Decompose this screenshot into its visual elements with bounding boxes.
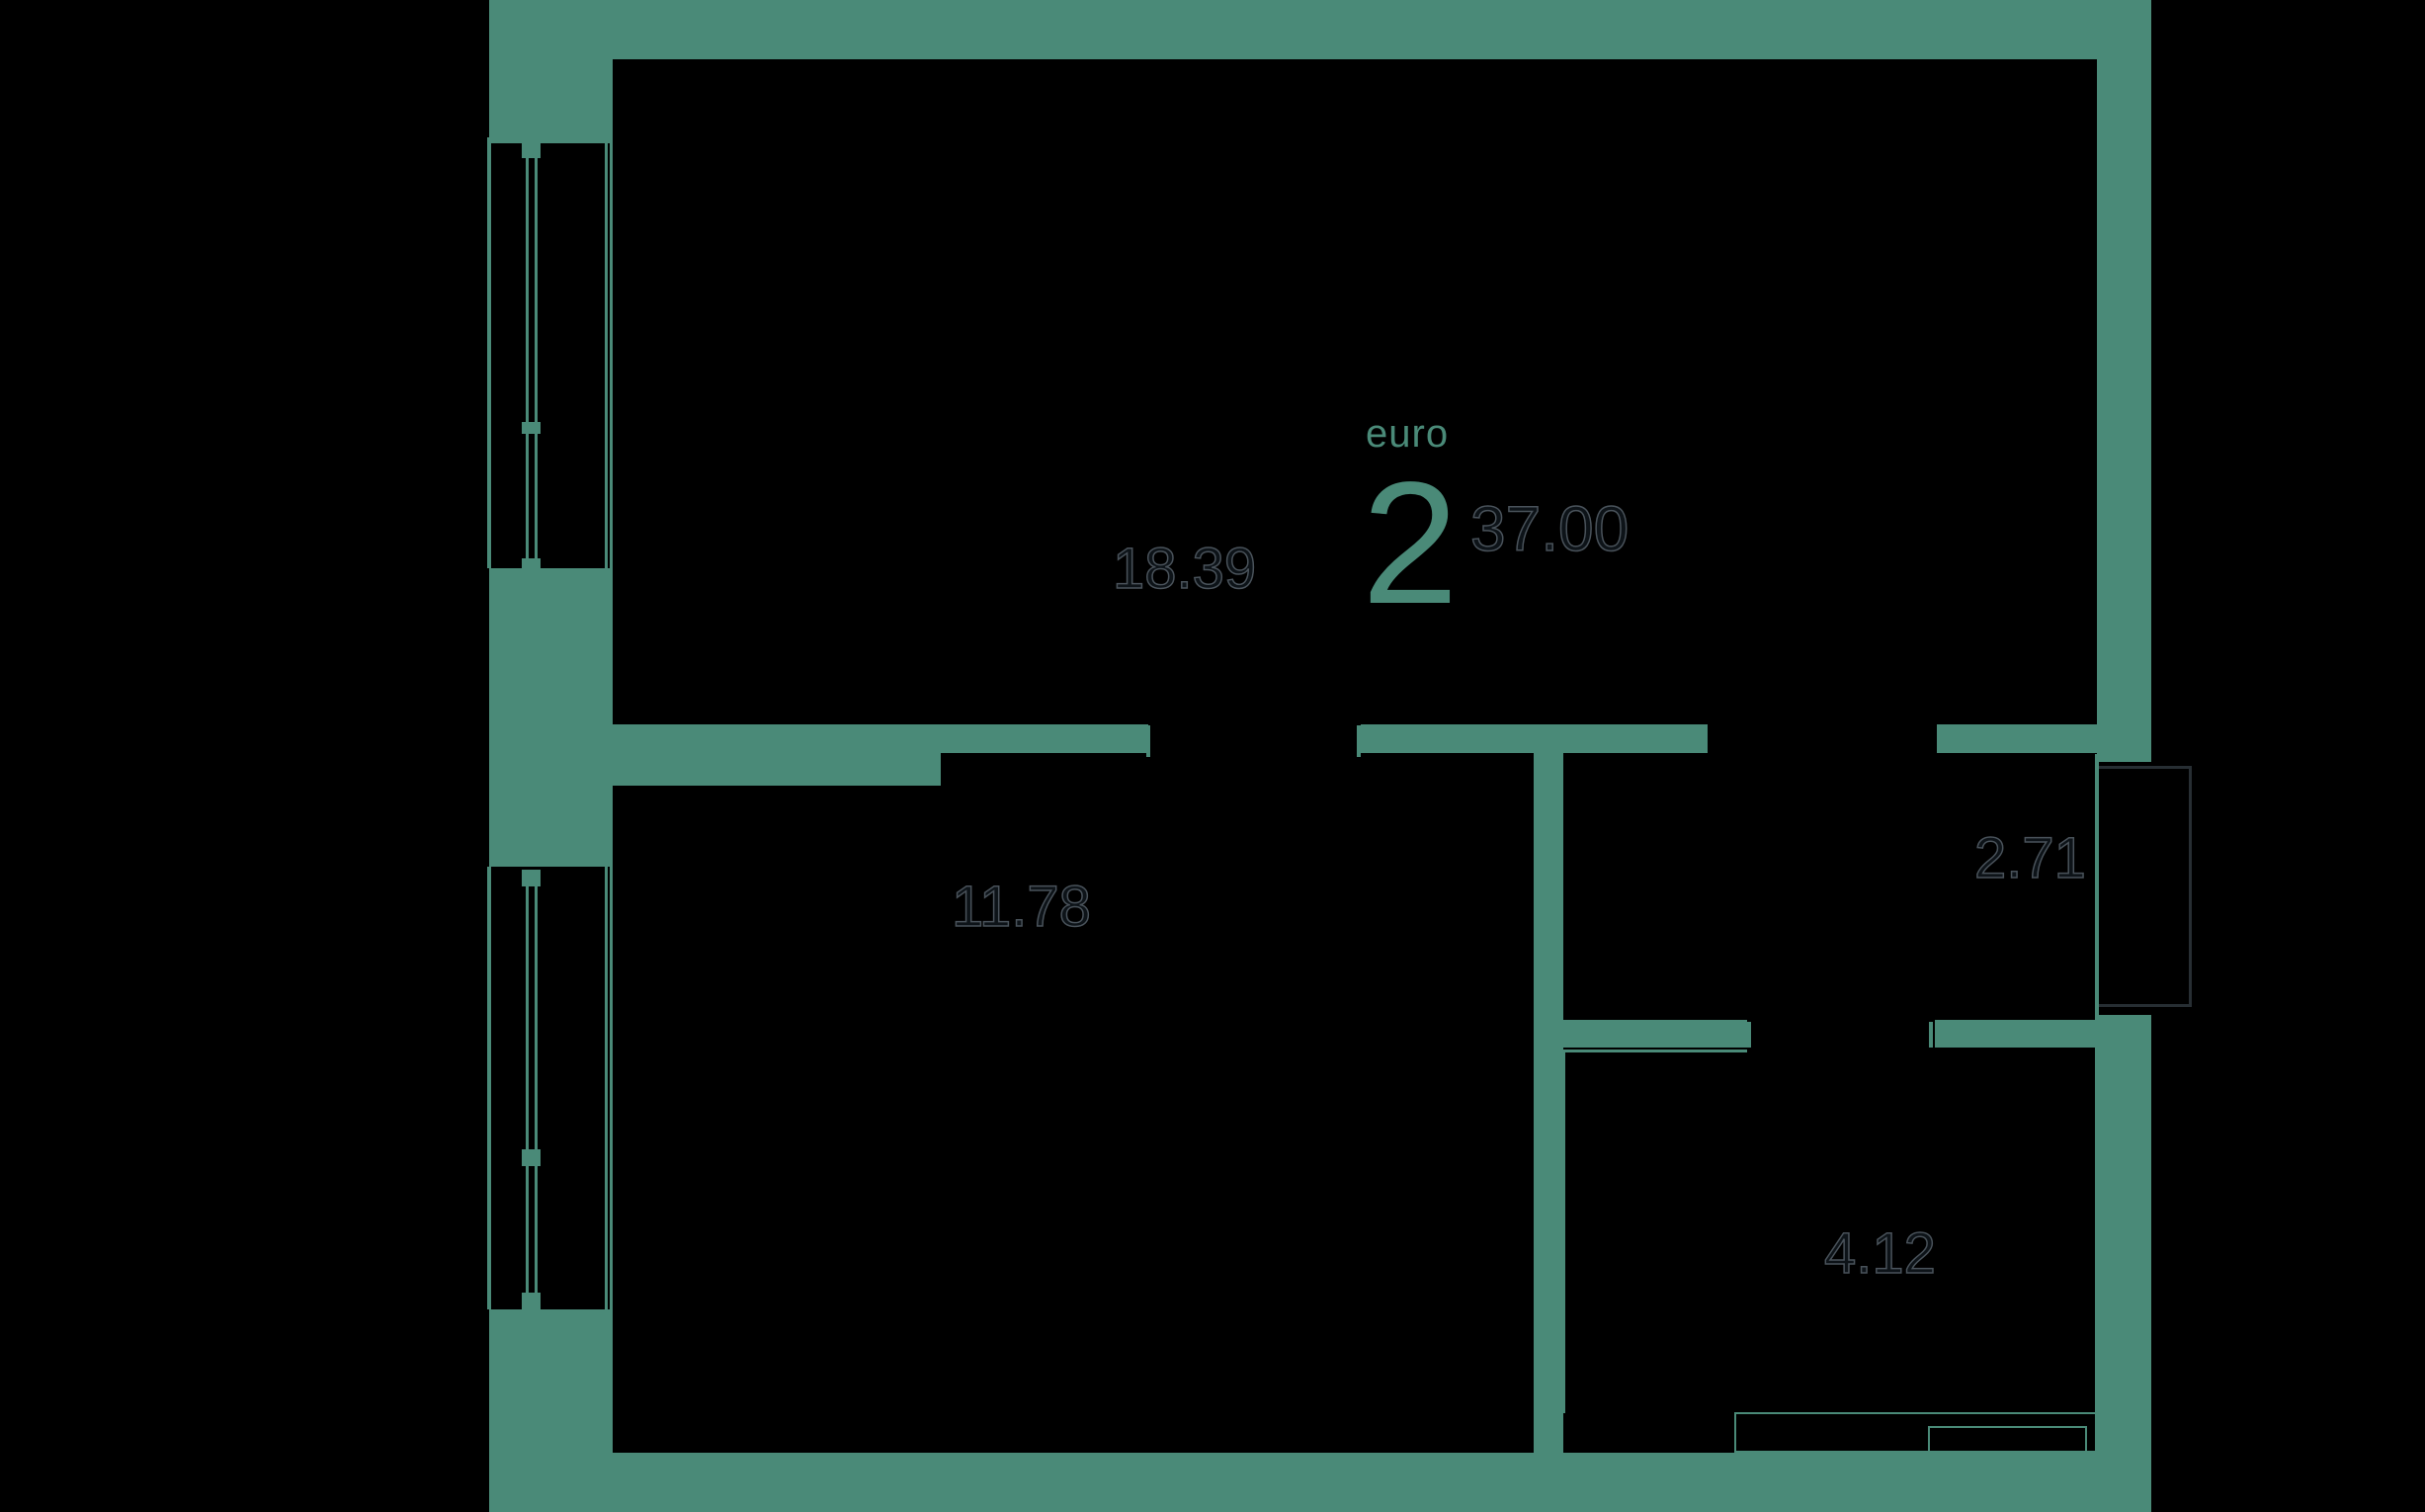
window-lower-frame-a [526,886,529,1293]
inner-face-line-left [1562,1050,1565,1413]
window-upper-cap-top [522,141,541,158]
door-jamb-middle-left [1146,725,1150,757]
door-jamb-middle-right [1357,725,1361,757]
counter-outline [1734,1412,2097,1453]
window-lower-cap-bottom [522,1293,541,1309]
room-area-label-2: 11.78 [951,874,1091,940]
wall-vertical-interior [1534,753,1563,1453]
window-lower-frame-b [535,886,538,1293]
wall-middle-a [941,724,1148,753]
wall-right-upper [2097,59,2151,762]
window-lower-cap-mid [522,1149,541,1166]
wall-middle-thick [613,724,941,786]
window-upper-frame-b [535,158,538,560]
total-area-label: 37.00 [1469,492,1630,565]
window-upper-cap-mid [522,422,541,434]
apartment-type-number: 2 [1362,447,1459,640]
wall-left-bottom [489,1309,613,1512]
room-area-label-4: 4.12 [1823,1220,1936,1287]
wall-divider-right [1935,1020,2097,1048]
wall-right-lower [2097,1015,2151,1454]
window-lower-inner-line-b [610,867,613,1309]
window-upper-frame-a [526,158,529,560]
inner-face-line-top [1562,1050,1747,1052]
wall-bottom [613,1453,2151,1512]
inner-face-line-right [2095,1018,2098,1413]
window-upper-inner-line-b [610,137,613,568]
window-lower-cap-top [522,870,541,886]
wall-corner-top-left [489,0,613,143]
window-lower-outer-line [487,867,491,1309]
room-area-label-1: 18.39 [1112,536,1257,602]
glazing-line-right [2095,754,2099,1018]
apartment-type-label: euro [1366,412,1450,456]
wall-divider-left [1561,1020,1747,1048]
window-lower-inner-line-a [605,867,608,1309]
wall-left-middle [489,568,613,867]
wall-top [613,0,2151,59]
door-jamb-divider-right [1929,1022,1933,1048]
window-upper-cap-bottom [522,558,541,570]
wall-middle-b [1361,724,1708,753]
wall-middle-c [1937,724,2097,753]
window-upper-inner-line-a [605,137,608,568]
door-jamb-divider-left [1747,1022,1751,1048]
room-area-label-3: 2.71 [1973,825,2086,891]
exterior-landing-outline [2099,766,2192,1007]
window-upper-outer-line [487,137,491,568]
sink-outline [1928,1426,2087,1453]
